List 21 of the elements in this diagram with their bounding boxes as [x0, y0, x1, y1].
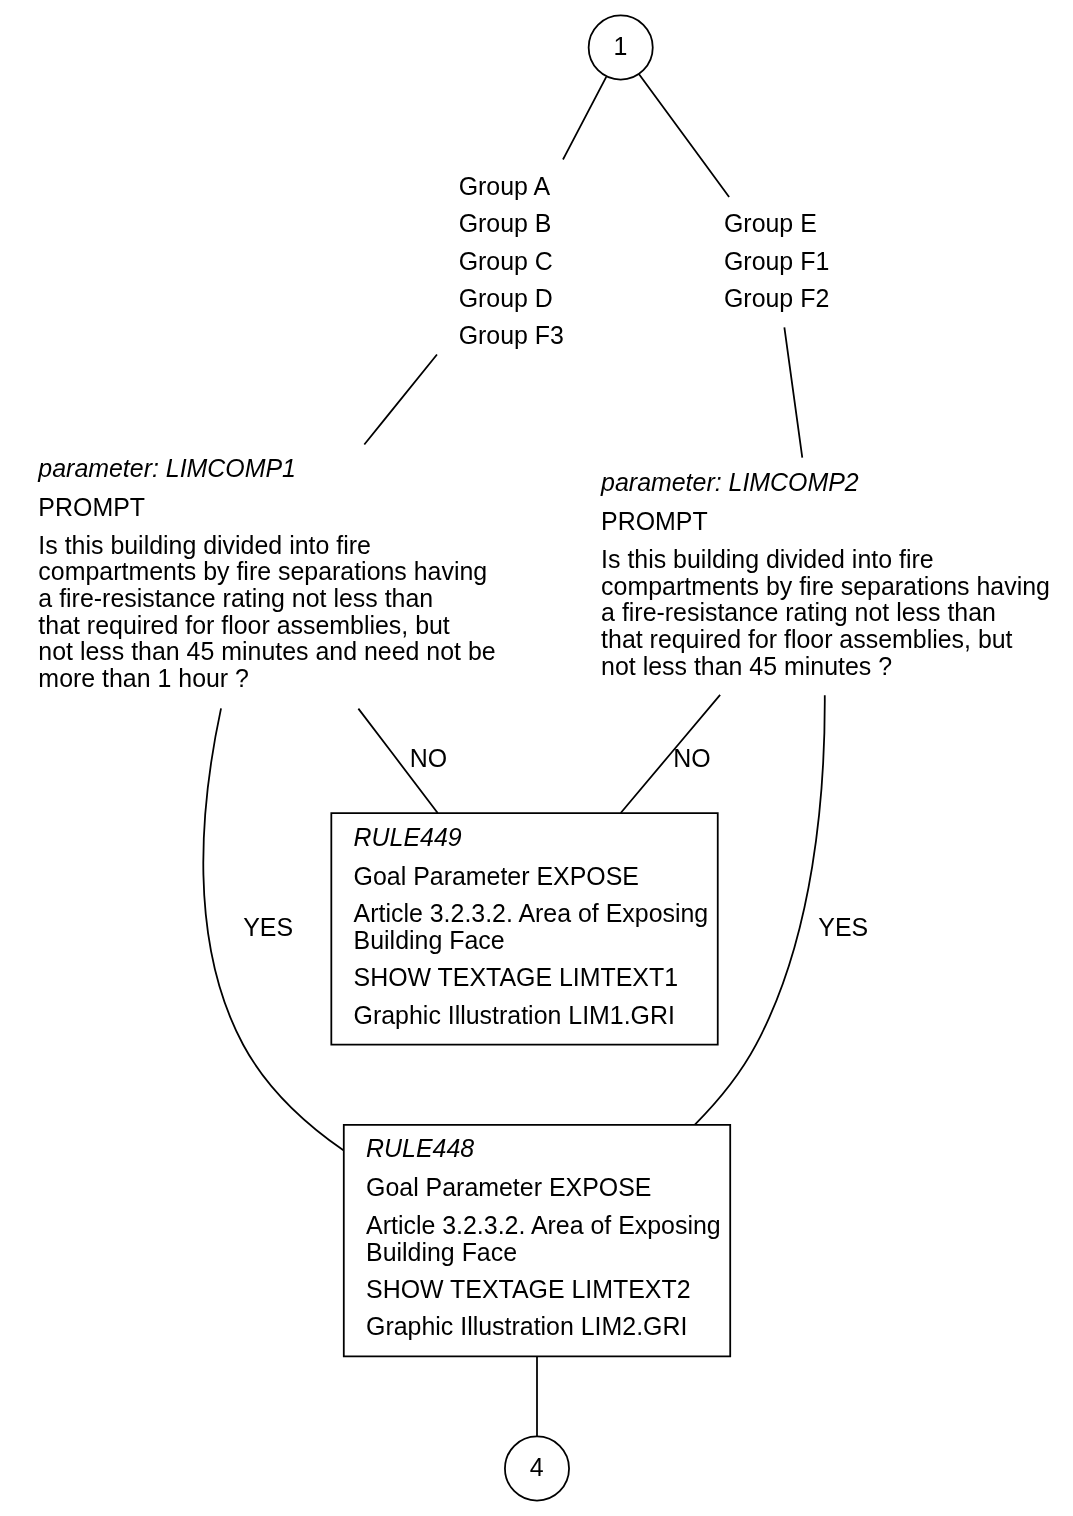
connector [357, 707, 439, 814]
edge-label: YES [817, 912, 868, 941]
node-circle: 1 [587, 14, 654, 81]
node-text: Group E Group F1 Group F2 [723, 209, 829, 312]
node-box: RULE448 Goal Parameter EXPOSE Article 3.2.3.2. Area of Exposing Building Face SHOW TEXTAGE LIMTEXT2 Graphic Illustration LIM2.GRI [342, 1123, 731, 1358]
node-text: parameter: LIMCOMP1 PROMPT Is this building divided into fire compartments by fire separations having a fire-resistance rating not less than that required for floor assemblies, but not less than 45 minutes and need not be more than 1 hour ? [37, 453, 496, 693]
connector [783, 326, 803, 459]
edge-label: NO [672, 744, 711, 773]
connector [535, 1355, 538, 1438]
connector [202, 707, 344, 1152]
node-text: Group A Group B Group C Group D Group F3 [458, 171, 564, 350]
edge-label: YES [242, 912, 293, 941]
connector [619, 693, 721, 814]
connector [693, 694, 826, 1126]
connector [362, 353, 438, 446]
edge-label: NO [409, 744, 447, 773]
node-box: RULE449 Goal Parameter EXPOSE Article 3.2.3.2. Area of Exposing Building Face SHOW TEXTAGE LIMTEXT1 Graphic Illustration LIM1.GRI [329, 812, 719, 1046]
node-circle: 4 [503, 1435, 570, 1502]
node-text: parameter: LIMCOMP2 PROMPT Is this building divided into fire compartments by fire separations having a fire-resistance rating not less than that required for floor assemblies, but not less than 45 minutes ? [600, 468, 1050, 680]
connector [637, 73, 730, 198]
connector [561, 75, 607, 161]
